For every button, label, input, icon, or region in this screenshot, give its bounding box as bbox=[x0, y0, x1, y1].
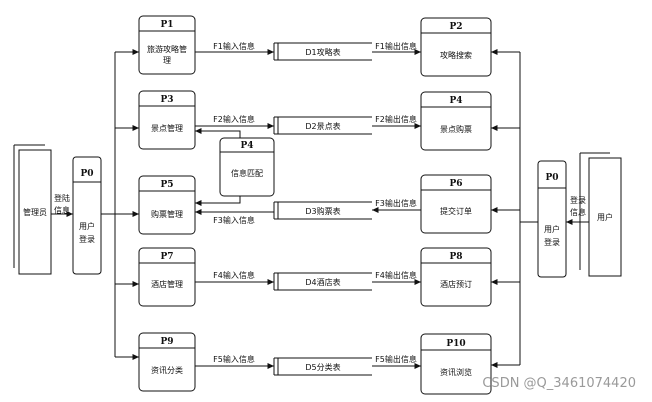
f4-in-label: F4输入信息 bbox=[213, 270, 255, 280]
process-p5: P5 购票管理 bbox=[138, 175, 196, 235]
f3-out-label: F3输出信息 bbox=[375, 198, 417, 208]
f2-in-label: F2输入信息 bbox=[213, 114, 255, 124]
flow-p3-to-match bbox=[195, 127, 241, 207]
f5-in-label: F5输入信息 bbox=[213, 354, 255, 364]
p1-label-2: 理 bbox=[163, 56, 171, 65]
p2-label: 攻略搜索 bbox=[440, 50, 472, 60]
process-p4: P4 景点购票 bbox=[420, 91, 492, 151]
login-flow-right-line2: 信息 bbox=[570, 207, 586, 217]
f5-out-label: F5输出信息 bbox=[375, 354, 417, 364]
p3-label: 景点管理 bbox=[151, 123, 183, 133]
p4-label: 景点购票 bbox=[440, 124, 472, 134]
p6-label: 提交订单 bbox=[440, 206, 472, 216]
data-store-d4: D4酒店表 bbox=[273, 272, 372, 291]
process-p10: P10 资讯浏览 bbox=[420, 333, 492, 395]
flow-f4-out: F4输出信息 bbox=[372, 270, 421, 286]
flow-f2-out: F2输出信息 bbox=[372, 114, 421, 130]
flow-f4-in: F4输入信息 bbox=[195, 270, 274, 286]
process-p9: P9 资讯分类 bbox=[138, 332, 196, 392]
d1-label: D1攻略表 bbox=[305, 47, 340, 57]
p8-id: P8 bbox=[449, 252, 462, 262]
left-trunk bbox=[101, 48, 139, 361]
login-flow-right: 登录 信息 bbox=[566, 195, 589, 226]
flow-f3-in: F3输入信息 bbox=[195, 208, 274, 225]
p0-right-label-1: 用户 bbox=[544, 224, 560, 234]
p9-id: P9 bbox=[160, 337, 173, 347]
data-store-d5: D5分类表 bbox=[273, 357, 372, 376]
process-p7: P7 酒店管理 bbox=[138, 247, 196, 307]
process-p0-left: P0 用户 登录 bbox=[72, 156, 102, 275]
data-store-d1: D1攻略表 bbox=[273, 42, 372, 61]
flow-f5-out: F5输出信息 bbox=[372, 354, 421, 370]
p0-left-label-2: 登录 bbox=[79, 234, 95, 244]
process-p6: P6 提交订单 bbox=[420, 174, 492, 234]
d3-label: D3购票表 bbox=[305, 206, 340, 216]
p2-id: P2 bbox=[449, 22, 462, 32]
p7-label: 酒店管理 bbox=[151, 279, 183, 289]
p0-right-id: P0 bbox=[545, 173, 558, 183]
right-trunk bbox=[491, 48, 538, 369]
login-flow-right-line1: 登录 bbox=[570, 195, 586, 205]
external-entity-user: 用户 bbox=[579, 152, 622, 277]
process-p4-match: P4 信息匹配 bbox=[219, 137, 275, 197]
process-p0-right: P0 用户 登录 bbox=[537, 160, 567, 278]
admin-label: 管理员 bbox=[23, 207, 47, 217]
p0-right-label-2: 登录 bbox=[544, 237, 560, 247]
flow-f1-out: F1输出信息 bbox=[372, 41, 421, 56]
f1-in-label: F1输入信息 bbox=[213, 41, 255, 51]
p5-label: 购票管理 bbox=[151, 209, 183, 219]
process-p1: P1 旅游攻略管 理 bbox=[138, 15, 196, 75]
p4-match-id: P4 bbox=[240, 141, 253, 151]
p3-id: P3 bbox=[160, 95, 173, 105]
p9-label: 资讯分类 bbox=[151, 365, 183, 375]
d4-label: D4酒店表 bbox=[305, 277, 340, 287]
p0-left-label-1: 用户 bbox=[79, 221, 95, 231]
process-p2: P2 攻略搜索 bbox=[420, 17, 492, 77]
p10-label: 资讯浏览 bbox=[440, 367, 472, 377]
f1-out-label: F1输出信息 bbox=[375, 41, 417, 51]
f3-in-label: F3输入信息 bbox=[213, 215, 255, 225]
process-p3: P3 景点管理 bbox=[138, 90, 196, 150]
process-p8: P8 酒店预订 bbox=[420, 247, 492, 307]
f2-out-label: F2输出信息 bbox=[375, 114, 417, 124]
flow-f3-out: F3输出信息 bbox=[372, 198, 421, 214]
data-store-d2: D2景点表 bbox=[273, 116, 372, 135]
flow-f2-in: F2输入信息 bbox=[195, 114, 274, 130]
p8-label: 酒店预订 bbox=[440, 279, 472, 289]
login-flow-left-line1: 登陆 bbox=[54, 193, 70, 203]
p0-left-id: P0 bbox=[80, 169, 93, 179]
p10-id: P10 bbox=[446, 339, 465, 349]
p6-id: P6 bbox=[449, 179, 462, 189]
user-label: 用户 bbox=[597, 212, 613, 222]
login-flow-left: 登陆 信息 bbox=[51, 193, 73, 218]
p5-id: P5 bbox=[160, 180, 173, 190]
p4-match-label: 信息匹配 bbox=[231, 168, 263, 178]
d2-label: D2景点表 bbox=[305, 121, 340, 131]
flow-f1-in: F1输入信息 bbox=[195, 41, 274, 56]
login-flow-left-line2: 信息 bbox=[54, 205, 70, 215]
d5-label: D5分类表 bbox=[305, 362, 340, 372]
p7-id: P7 bbox=[160, 252, 173, 262]
p1-label-1: 旅游攻略管 bbox=[147, 44, 187, 54]
csdn-watermark: CSDN @Q_3461074420 bbox=[482, 376, 636, 391]
f4-out-label: F4输出信息 bbox=[375, 270, 417, 280]
p1-id: P1 bbox=[160, 20, 173, 30]
p4-id: P4 bbox=[449, 96, 462, 106]
data-store-d3: D3购票表 bbox=[273, 201, 372, 220]
flow-f5-in: F5输入信息 bbox=[195, 354, 274, 370]
external-entity-admin: 管理员 bbox=[13, 144, 52, 275]
